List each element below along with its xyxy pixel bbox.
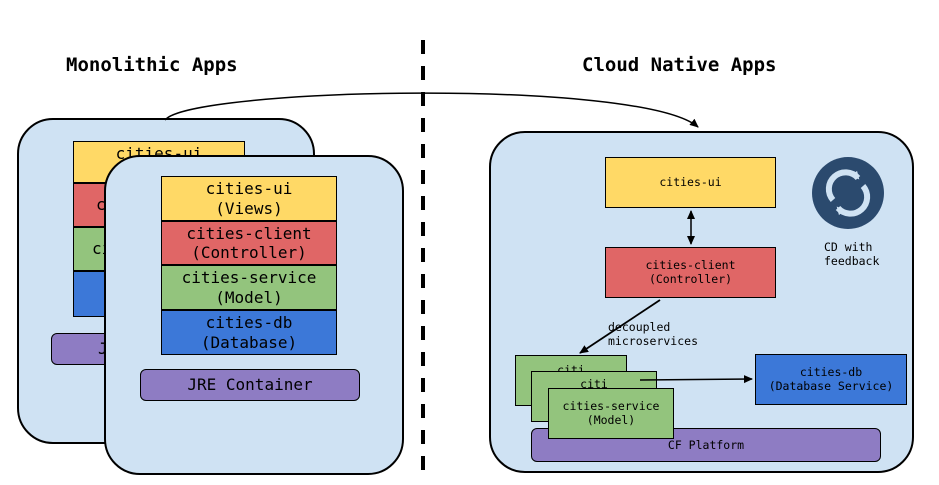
monolithic-heading: Monolithic Apps: [66, 54, 238, 76]
cd-line1: CD with: [824, 240, 873, 254]
cloud-client-sub: (Controller): [648, 271, 733, 286]
cloud-ui-label: cities-ui: [659, 174, 722, 189]
service-db-arrow: [639, 375, 753, 384]
cf-platform-label: CF Platform: [667, 438, 745, 452]
front-layer-service: cities-service (Model): [161, 265, 337, 310]
migration-arrow: [164, 92, 699, 128]
service-instance-front: cities-service (Model): [548, 388, 674, 439]
back-layer-client-label: c: [96, 195, 106, 215]
cloud-native-heading: Cloud Native Apps: [582, 54, 777, 76]
decoupled-line2: microservices: [608, 334, 699, 349]
front-layer-db: cities-db (Database): [161, 310, 337, 355]
cloud-db-name: cities-db: [799, 364, 863, 379]
cloud-ui-block: cities-ui: [605, 157, 776, 208]
cloud-client-block: cities-client (Controller): [605, 247, 776, 298]
cloud-service-name: cities-service: [562, 398, 660, 413]
cd-line2: feedback: [824, 254, 880, 269]
jre-container: JRE Container: [140, 369, 360, 401]
cloud-client-name: cities-client: [645, 257, 736, 272]
service-instance-mid-label: citi: [580, 377, 608, 391]
jre-container-label: JRE Container: [187, 375, 313, 394]
front-layer-db-name: cities-db: [205, 313, 293, 333]
client-service-arrow: [579, 299, 661, 354]
front-layer-db-sub: (Database): [200, 332, 298, 352]
front-layer-client-name: cities-client: [186, 223, 312, 243]
front-layer-service-name: cities-service: [181, 268, 317, 288]
cloud-db-sub: (Database Service): [768, 378, 894, 393]
cd-feedback-icon: [812, 157, 884, 229]
front-layer-client: cities-client (Controller): [161, 221, 337, 265]
front-layer-client-sub: (Controller): [191, 243, 307, 262]
back-container-label: J: [98, 339, 108, 358]
front-layer-service-sub: (Model): [215, 287, 283, 307]
front-layer-ui-sub: (Views): [215, 198, 283, 218]
front-layer-ui: cities-ui (Views): [161, 176, 337, 221]
cd-note: CD with feedback: [824, 240, 879, 269]
front-layer-ui-name: cities-ui: [205, 179, 293, 199]
cloud-db-block: cities-db (Database Service): [755, 354, 907, 405]
cloud-service-sub: (Model): [586, 412, 636, 427]
